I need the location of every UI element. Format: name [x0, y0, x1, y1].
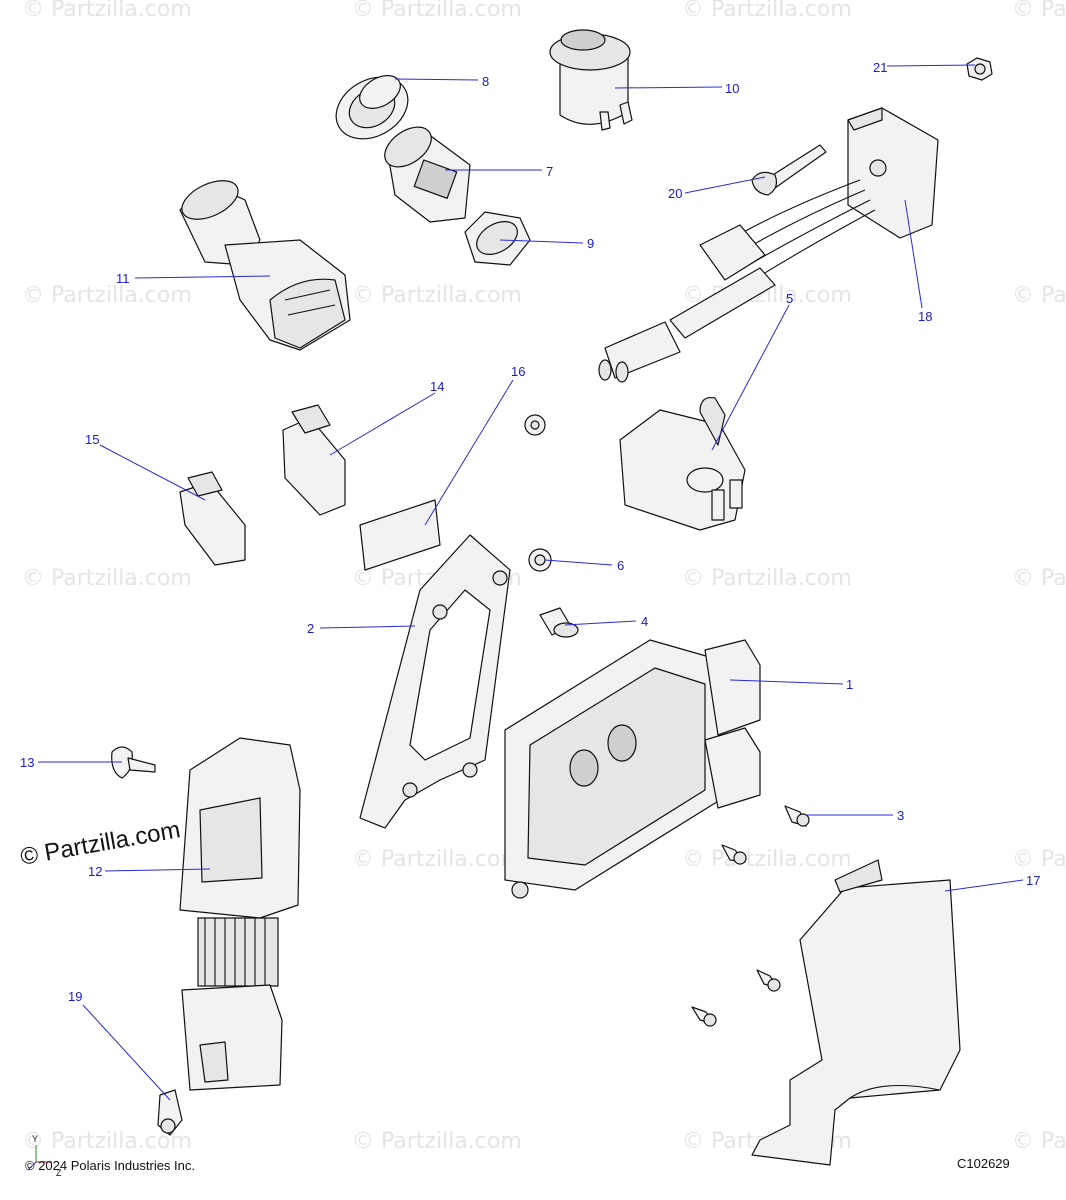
axis-indicator: Y Z: [27, 1134, 62, 1178]
watermark: © Partzilla.com: [22, 566, 192, 591]
callout-6: 6: [617, 558, 624, 573]
part-12-module: [179, 737, 301, 1091]
watermark: © Partzilla.com: [1012, 0, 1066, 22]
part-2-bracket: [359, 534, 511, 829]
part-8-lock-ring: [335, 75, 409, 140]
callout-19: 19: [68, 989, 82, 1004]
callout-14: 14: [430, 379, 444, 394]
callout-18: 18: [918, 309, 932, 324]
callout-1: 1: [846, 677, 853, 692]
watermark: © Partzilla.com: [22, 1129, 192, 1154]
part-18-relay-harness: [598, 107, 939, 383]
copyright-text: © 2024 Polaris Industries Inc.: [25, 1158, 195, 1173]
callout-4: 4: [641, 614, 648, 629]
part-3-screws: [691, 805, 810, 1027]
axis-z-label: Z: [56, 1168, 62, 1178]
axis-y-label: Y: [32, 1134, 38, 1144]
part-10-power-socket: [549, 29, 633, 131]
callout-2: 2: [307, 621, 314, 636]
brand-watermark: © Partzilla.com: [18, 816, 182, 871]
callout-3: 3: [897, 808, 904, 823]
callout-8: 8: [482, 74, 489, 89]
watermark: © Partzilla.com: [1012, 566, 1066, 591]
callout-13: 13: [20, 755, 34, 770]
figure-code: C102629: [957, 1156, 1010, 1171]
watermark: © Partzilla.com: [22, 283, 192, 308]
part-6-screw: [528, 548, 552, 572]
callout-21: 21: [873, 60, 887, 75]
part-14-connector: [282, 404, 346, 516]
watermark: © Partzilla.com: [682, 566, 852, 591]
watermark: © Partzilla.com: [682, 847, 852, 872]
callout-11: 11: [116, 271, 130, 286]
callout-17: 17: [1026, 873, 1040, 888]
callout-15: 15: [85, 432, 99, 447]
part-15-connector: [179, 471, 246, 566]
callout-labels: 8 10 7 9 11 21 20 18 5 16 14 15 6 4 2 1 …: [20, 60, 1040, 1004]
callout-10: 10: [725, 81, 739, 96]
screw-upper: [524, 414, 546, 436]
part-20-bolt: [751, 144, 827, 196]
watermark: © Partzilla.com: [1012, 283, 1066, 308]
watermark: © Partzilla.com: [1012, 1129, 1066, 1154]
callout-16: 16: [511, 364, 525, 379]
watermark: © Partzilla.com: [352, 847, 522, 872]
part-16-foam-pad: [359, 499, 441, 571]
watermark: © Partzilla.com: [22, 0, 192, 22]
part-17-cover: [751, 859, 961, 1166]
callout-5: 5: [786, 291, 793, 306]
part-4-push-pin: [539, 607, 579, 638]
watermark: © Partzilla.com: [352, 283, 522, 308]
part-1-ecu: [504, 639, 761, 899]
callout-20: 20: [668, 186, 682, 201]
part-21-nut: [966, 57, 993, 81]
part-9-nut: [464, 211, 531, 266]
part-5-solenoid: [619, 396, 746, 531]
callout-12: 12: [88, 864, 102, 879]
callout-9: 9: [587, 236, 594, 251]
watermark: © Partzilla.com: [1012, 847, 1066, 872]
part-19-clip: [157, 1089, 183, 1136]
watermark: © Partzilla.com: [352, 1129, 522, 1154]
leader-lines: [38, 64, 1024, 1101]
watermark: © Partzilla.com: [682, 0, 852, 22]
callout-7: 7: [546, 164, 553, 179]
part-11-ignition-switch: [179, 180, 351, 351]
watermark: © Partzilla.com: [352, 0, 522, 22]
